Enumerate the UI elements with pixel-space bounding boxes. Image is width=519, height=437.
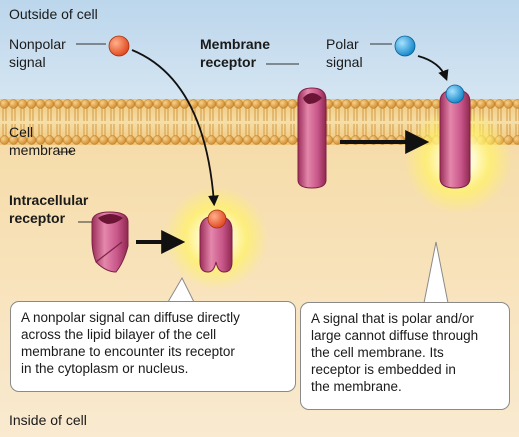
intracellular-receptor-label-line2: receptor <box>9 210 66 226</box>
nonpolar-callout-line: A nonpolar signal can diffuse directly <box>21 310 240 325</box>
polar-signal-label-line2: signal <box>326 54 363 70</box>
nonpolar-diffusion-arrow <box>131 49 219 207</box>
outside-region <box>0 0 519 105</box>
intracellular-receptor-active <box>199 209 233 273</box>
polar-signal-icon <box>394 35 416 57</box>
nonpolar-callout-line: in the cytoplasm or nucleus. <box>21 361 189 376</box>
polar-callout-box: A signal that is polar and/or large cann… <box>300 302 510 410</box>
membrane-receptor-label-line2: receptor <box>200 54 257 70</box>
intracellular-receptor-label-line1: Intracellular <box>9 192 89 208</box>
nonpolar-signal-label-line1: Nonpolar <box>9 36 66 52</box>
polar-callout-line: the membrane. <box>311 379 402 394</box>
nonpolar-callout-line: membrane to encounter its receptor <box>21 344 235 359</box>
outside-of-cell-label: Outside of cell <box>9 6 98 22</box>
membrane-receptor-label-line1: Membrane <box>200 36 271 52</box>
inside-of-cell-label: Inside of cell <box>9 412 87 428</box>
nonpolar-signal-label-line2: signal <box>9 54 46 70</box>
membrane-receptor-active <box>439 84 471 189</box>
polar-signal-label-line1: Polar <box>326 36 359 52</box>
nonpolar-callout-line: across the lipid bilayer of the cell <box>21 327 217 342</box>
intracellular-receptor-inactive <box>91 211 129 273</box>
polar-binding-arrow <box>417 55 449 82</box>
bound-polar-signal <box>445 84 465 104</box>
polar-callout-line: A signal that is polar and/or <box>311 311 474 326</box>
cell-membrane-label-line2: membrane <box>9 142 76 158</box>
polar-callout-line: the cell membrane. Its <box>311 345 444 360</box>
cell-membrane-label-line1: Cell <box>9 124 34 140</box>
nonpolar-signal-icon <box>108 35 130 57</box>
bound-nonpolar-signal <box>207 209 227 229</box>
polar-callout-line: receptor is embedded in <box>311 362 456 377</box>
membrane-receptor-inactive <box>297 87 327 189</box>
nonpolar-callout-box: A nonpolar signal can diffuse directly a… <box>10 301 296 392</box>
polar-callout-line: large cannot diffuse through <box>311 328 479 343</box>
